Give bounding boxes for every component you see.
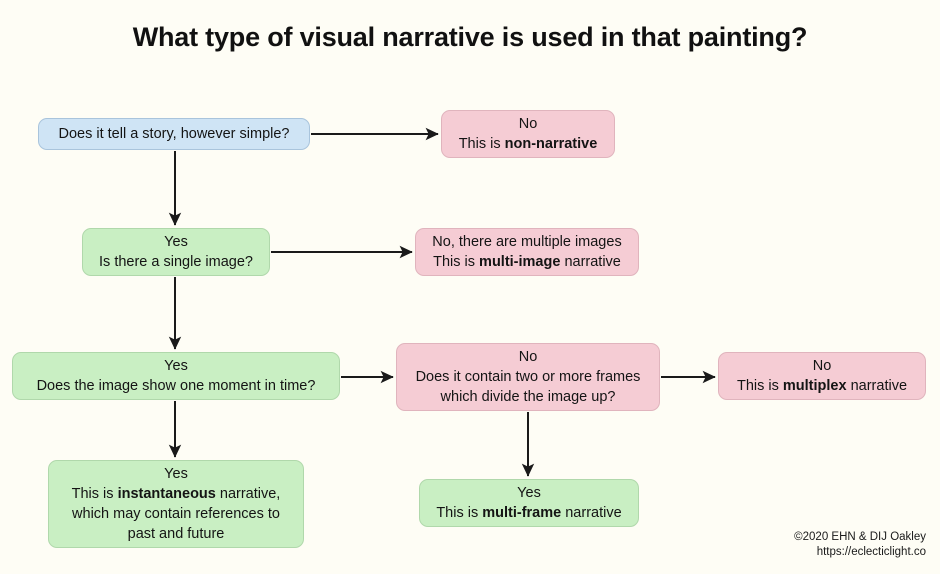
node-line: No, there are multiple images [432, 234, 622, 250]
node-line: Does it tell a story, however simple? [58, 126, 290, 142]
credit-line-copyright: ©2020 EHN & DIJ Oakley [794, 531, 926, 543]
node-line: This is multiplex narrative [736, 378, 908, 394]
node-line: Does the image show one moment in time? [36, 378, 316, 394]
copyright-credit: ©2020 EHN & DIJ Oakley https://eclecticl… [794, 530, 926, 560]
node-q-story[interactable]: Does it tell a story, however simple? [38, 118, 310, 150]
node-line: No [518, 349, 538, 365]
node-line: Does it contain two or more frames [415, 369, 641, 385]
node-line: No [518, 116, 538, 132]
node-line: Yes [164, 358, 188, 374]
node-line: Yes [517, 485, 541, 501]
node-line: No [812, 358, 832, 374]
node-line: which may contain references to [72, 506, 280, 522]
node-line: which divide the image up? [440, 389, 616, 405]
node-line: This is instantaneous narrative, [71, 486, 281, 502]
node-line: Yes [164, 234, 188, 250]
page-title: What type of visual narrative is used in… [132, 22, 808, 52]
node-q-single-image[interactable]: Yes Is there a single image? [82, 228, 270, 276]
node-line: Is there a single image? [99, 254, 253, 270]
node-line: This is non-narrative [458, 136, 598, 152]
node-line: past and future [127, 526, 225, 542]
credit-line-url: https://eclecticlight.co [816, 546, 926, 558]
node-line: This is multi-image narrative [433, 254, 621, 270]
node-line: This is multi-frame narrative [436, 505, 622, 521]
node-line: Yes [164, 466, 188, 482]
